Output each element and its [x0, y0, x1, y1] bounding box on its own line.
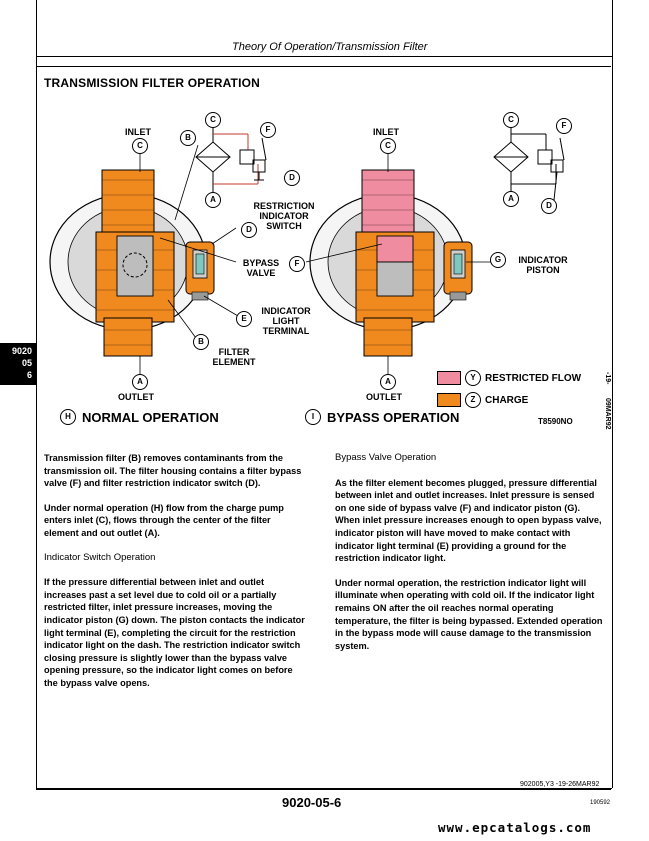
callout-a-schematic-right: A — [503, 191, 519, 207]
legend-swatch-orange — [437, 393, 461, 407]
content-box — [36, 66, 611, 790]
footer-reference: 902005,Y3 -19-26MAR92 — [520, 781, 600, 788]
callout-b-top-left: B — [180, 130, 196, 146]
caption-bypass: I BYPASS OPERATION — [305, 409, 459, 425]
section-title: TRANSMISSION FILTER OPERATION — [44, 76, 261, 90]
bypass-valve-label: BYPASS VALVE — [242, 258, 280, 278]
callout-d-schematic-right: D — [541, 198, 557, 214]
callout-b-left: B — [193, 334, 209, 350]
center-tube-left — [116, 235, 154, 297]
legend-letter-z: Z — [465, 392, 481, 408]
left-paragraph-2: Under normal operation (H) flow from the… — [44, 502, 284, 538]
figure-id: T8590NO — [538, 417, 573, 426]
indicator-piston-label: INDICATOR PISTON — [518, 255, 568, 275]
legend-charge: Z CHARGE — [437, 392, 528, 408]
outlet-pipe-left — [103, 317, 153, 357]
header-rule — [36, 56, 612, 57]
callout-f-center: F — [289, 256, 305, 272]
caption-normal-text: NORMAL OPERATION — [82, 409, 219, 425]
page-frame — [36, 0, 613, 788]
vertical-code-2: 09MAR92 — [604, 398, 611, 430]
page-id: 190592 — [590, 800, 611, 806]
legend-restricted: Y RESTRICTED FLOW — [437, 370, 581, 386]
side-tab-line-3: 6 — [26, 370, 32, 380]
callout-c-schematic-right: C — [503, 112, 519, 128]
outlet-label-left: OUTLET — [118, 392, 154, 402]
schematic-left — [195, 127, 267, 192]
callout-a-schematic-left: A — [205, 192, 221, 208]
callout-a-left: A — [132, 374, 148, 390]
section-side-tab: 9020 05 6 — [0, 343, 36, 385]
vertical-code-1: -19- — [604, 372, 611, 385]
legend-letter-y: Y — [465, 370, 481, 386]
text-column-left: Transmission filter (B) removes contamin… — [44, 452, 306, 702]
callout-g-right: G — [490, 252, 506, 268]
right-paragraph-2: Under normal operation, the restriction … — [335, 577, 603, 651]
outlet-label-right: OUTLET — [366, 392, 402, 402]
left-paragraph-3: If the pressure differential between inl… — [44, 577, 305, 688]
normal-operation-illustration — [49, 127, 267, 374]
callout-a-right: A — [380, 374, 396, 390]
caption-normal: H NORMAL OPERATION — [60, 409, 219, 425]
legend-charge-label: CHARGE — [485, 394, 529, 406]
header-title: Theory Of Operation/Transmission Filter — [232, 41, 428, 53]
website-watermark: www.epcatalogs.com — [438, 820, 592, 835]
caption-letter-i: I — [305, 409, 321, 425]
legend-restricted-label: RESTRICTED FLOW — [485, 372, 582, 384]
outlet-pipe-right — [363, 317, 413, 357]
callout-d-schematic-left: D — [284, 170, 300, 186]
inlet-pipe-right — [361, 169, 415, 241]
caption-bypass-text: BYPASS OPERATION — [327, 409, 460, 425]
inlet-label-right: INLET — [373, 127, 399, 137]
callout-c-schematic-left: C — [205, 112, 221, 128]
right-paragraph-1: As the filter element becomes plugged, p… — [335, 477, 602, 564]
left-paragraph-1: Transmission filter (B) removes contamin… — [44, 453, 302, 489]
left-heading-indicator-switch: Indicator Switch Operation — [44, 551, 156, 563]
page-number: 9020-05-6 — [282, 795, 342, 810]
callout-c-left: C — [132, 138, 148, 154]
restriction-switch-label: RESTRICTION INDICATOR SWITCH — [253, 201, 315, 231]
filter-element-label: FILTER ELEMENT — [212, 347, 256, 367]
schematic-right — [493, 127, 565, 201]
callout-d-left: D — [241, 222, 257, 238]
callout-f-schematic-left: F — [260, 122, 276, 138]
side-tab-line-2: 05 — [21, 358, 32, 368]
indicator-light-terminal-label: INDICATOR LIGHT TERMINAL — [261, 306, 311, 336]
inlet-label-left: INLET — [125, 127, 151, 137]
callout-f-schematic-right: F — [556, 118, 572, 134]
caption-letter-h: H — [60, 409, 76, 425]
callout-c-right: C — [380, 138, 396, 154]
text-column-right: Bypass Valve Operation As the filter ele… — [335, 452, 607, 664]
footer-rule — [36, 788, 612, 789]
side-tab-line-1: 9020 — [11, 346, 32, 356]
bypass-operation-illustration — [305, 127, 565, 374]
legend-swatch-pink — [437, 371, 461, 385]
inlet-pipe-left — [101, 169, 155, 241]
right-heading-bypass-valve: Bypass Valve Operation — [335, 452, 437, 463]
callout-e-left: E — [236, 311, 252, 327]
